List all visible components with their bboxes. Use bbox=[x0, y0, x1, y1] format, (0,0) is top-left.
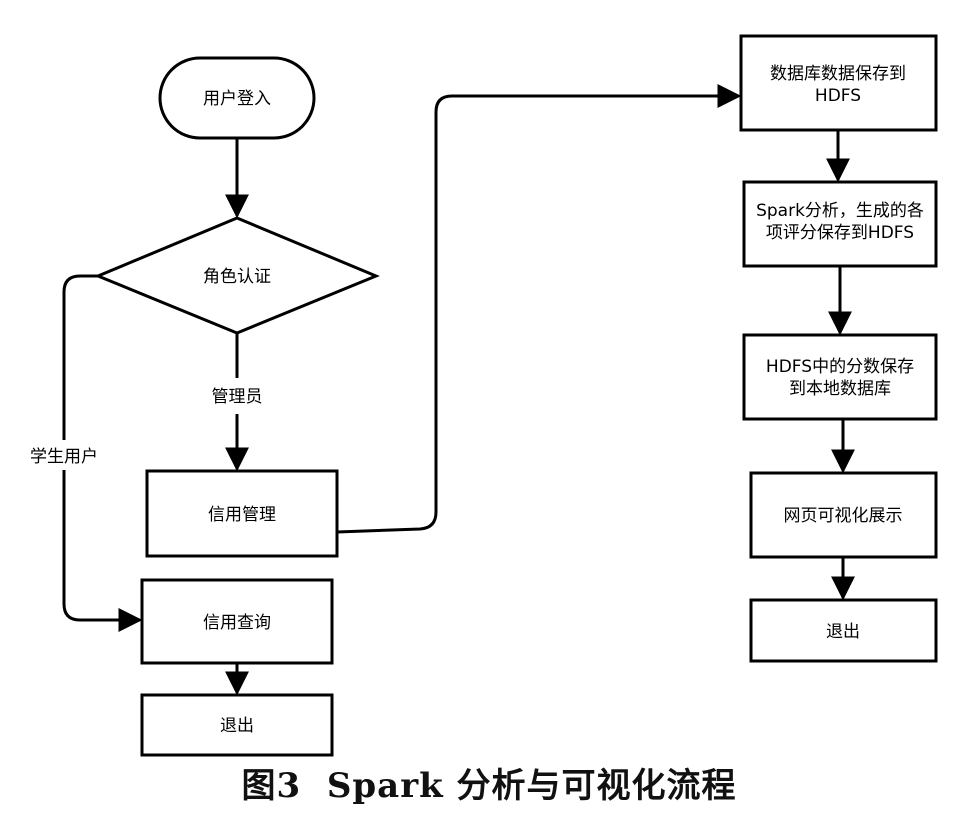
node-db-to-hdfs bbox=[739, 34, 938, 132]
node-credit-mgmt-label: 信用管理 bbox=[208, 505, 276, 525]
node-db-to-hdfs-label-2: HDFS bbox=[815, 86, 861, 106]
node-hdfs-to-db bbox=[742, 333, 938, 421]
node-credit-query-label: 信用查询 bbox=[203, 613, 271, 633]
node-hdfs-to-db-label-1: HDFS中的分数保存 bbox=[766, 357, 914, 377]
node-login-label: 用户登入 bbox=[203, 89, 271, 109]
edge-admin-label: 管理员 bbox=[212, 387, 263, 407]
node-spark-analysis-label-2: 项评分保存到HDFS bbox=[766, 223, 914, 243]
node-exit-right-label: 退出 bbox=[826, 622, 860, 642]
node-credit-mgmt bbox=[145, 469, 339, 558]
figure-number: 图3 bbox=[241, 766, 302, 806]
node-exit-left-label: 退出 bbox=[220, 716, 254, 736]
figure-title: Spark 分析与可视化流程 bbox=[326, 766, 737, 806]
node-db-to-hdfs-label-1: 数据库数据保存到 bbox=[770, 64, 906, 84]
edge-mgmt-to-db bbox=[336, 84, 742, 534]
edge-role-to-query bbox=[62, 274, 140, 620]
edge-student-label: 学生用户 bbox=[30, 447, 98, 467]
figure-caption: 图3 Spark 分析与可视化流程 bbox=[0, 758, 978, 807]
node-spark-analysis-label-1: Spark分析，生成的各 bbox=[756, 201, 924, 221]
node-role-auth-label: 角色认证 bbox=[203, 267, 271, 287]
node-web-vis-label: 网页可视化展示 bbox=[784, 506, 903, 526]
node-hdfs-to-db-label-2: 到本地数据库 bbox=[789, 379, 891, 399]
